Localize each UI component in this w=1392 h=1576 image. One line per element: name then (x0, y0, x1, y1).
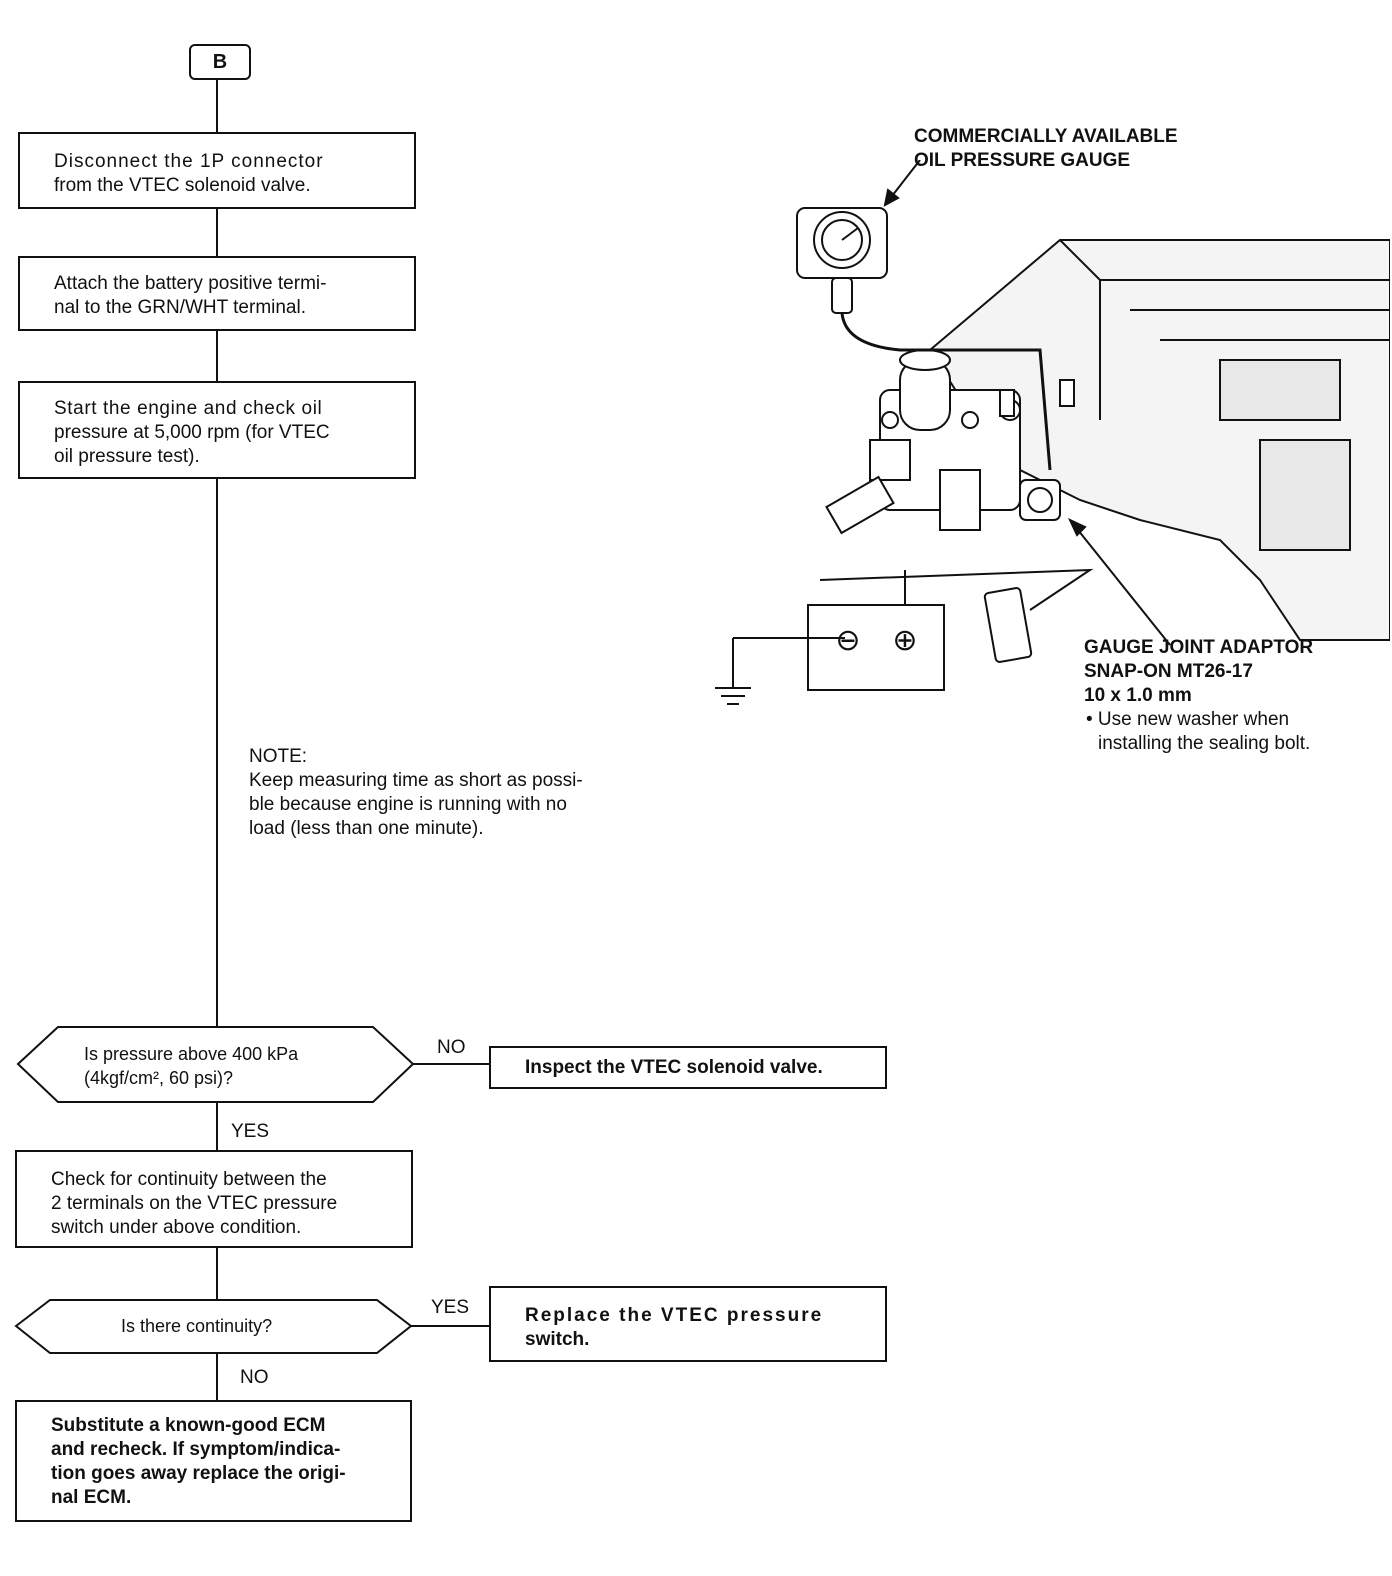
gauge-callout: COMMERCIALLY AVAILABLE OIL PRESSURE GAUG… (914, 125, 1178, 173)
step-start-engine-box: Start the engine and check oil pressure … (18, 381, 416, 479)
start-label: B (212, 51, 228, 73)
note-line-1: Keep measuring time as short as possi- (249, 770, 583, 791)
note-title: NOTE: (249, 746, 308, 767)
step-check-continuity-box: Check for continuity between the 2 termi… (15, 1150, 413, 1248)
inspect-solenoid-text: Inspect the VTEC solenoid valve. (525, 1057, 823, 1078)
start-badge: B (189, 44, 251, 80)
adaptor-note-line-1: • Use new washer when (1086, 709, 1290, 730)
step-start-engine-line-1: Start the engine and check oil (54, 398, 323, 419)
inspect-solenoid-box: Inspect the VTEC solenoid valve. (489, 1046, 887, 1089)
step-attach-line-1: Attach the battery positive termi- (54, 273, 327, 294)
battery-positive-icon: ⊕ (892, 623, 917, 658)
step-substitute-ecm-line-2: and recheck. If symptom/indica- (51, 1439, 341, 1460)
pressure-no-label: NO (437, 1037, 466, 1058)
note-line-3: load (less than one minute). (249, 818, 484, 839)
adaptor-callout-line-1: GAUGE JOINT ADAPTOR (1084, 637, 1314, 658)
pressure-yes-label: YES (231, 1121, 270, 1142)
note-line-2: ble because engine is running with no (249, 794, 567, 815)
replace-switch-line-1: Replace the VTEC pressure (525, 1305, 824, 1326)
step-check-continuity-line-1: Check for continuity between the (51, 1169, 327, 1190)
decision-pressure-shape (16, 1026, 415, 1103)
note-block: NOTE: Keep measuring time as short as po… (249, 745, 669, 841)
decision-pressure-line-2: (4kgf/cm², 60 psi)? (84, 1068, 234, 1088)
adaptor-callout: GAUGE JOINT ADAPTOR SNAP-ON MT26-17 10 x… (1084, 636, 1313, 708)
decision-pressure-line-1: Is pressure above 400 kPa (84, 1044, 299, 1064)
adaptor-note-line-2: installing the sealing bolt. (1098, 733, 1311, 754)
step-substitute-ecm-line-1: Substitute a known-good ECM (51, 1415, 326, 1436)
decision-continuity-shape (14, 1299, 413, 1354)
step-disconnect-line-2: from the VTEC solenoid valve. (54, 175, 311, 196)
replace-switch-box: Replace the VTEC pressure switch. (489, 1286, 887, 1362)
step-disconnect-line-1: Disconnect the 1P connector (54, 151, 324, 172)
step-start-engine-line-3: oil pressure test). (54, 446, 200, 467)
step-attach-box: Attach the battery positive termi- nal t… (18, 256, 416, 331)
step-substitute-ecm-line-4: nal ECM. (51, 1487, 132, 1508)
engine-gauge-illustration: ⊖ ⊕ (715, 160, 1390, 705)
step-check-continuity-line-2: 2 terminals on the VTEC pressure (51, 1193, 338, 1214)
step-disconnect-box: Disconnect the 1P connector from the VTE… (18, 132, 416, 209)
battery-negative-icon: ⊖ (835, 623, 860, 658)
step-substitute-ecm-box: Substitute a known-good ECM and recheck.… (15, 1400, 412, 1522)
continuity-no-label: NO (240, 1367, 269, 1388)
adaptor-callout-line-2: SNAP-ON MT26-17 (1084, 661, 1253, 682)
step-attach-line-2: nal to the GRN/WHT terminal. (54, 297, 307, 318)
step-start-engine-line-2: pressure at 5,000 rpm (for VTEC (54, 422, 330, 443)
decision-continuity-text: Is there continuity? (121, 1316, 273, 1336)
gauge-callout-line-1: COMMERCIALLY AVAILABLE (914, 126, 1178, 147)
step-check-continuity-line-3: switch under above condition. (51, 1217, 302, 1238)
adaptor-note: • Use new washer when installing the sea… (1086, 708, 1310, 756)
gauge-callout-line-2: OIL PRESSURE GAUGE (914, 150, 1131, 171)
step-substitute-ecm-line-3: tion goes away replace the origi- (51, 1463, 346, 1484)
adaptor-callout-line-3: 10 x 1.0 mm (1084, 685, 1192, 706)
continuity-yes-label: YES (431, 1297, 470, 1318)
decision-pressure-text: Is pressure above 400 kPa (4kgf/cm², 60 … (84, 1042, 298, 1090)
replace-switch-line-2: switch. (525, 1329, 590, 1350)
